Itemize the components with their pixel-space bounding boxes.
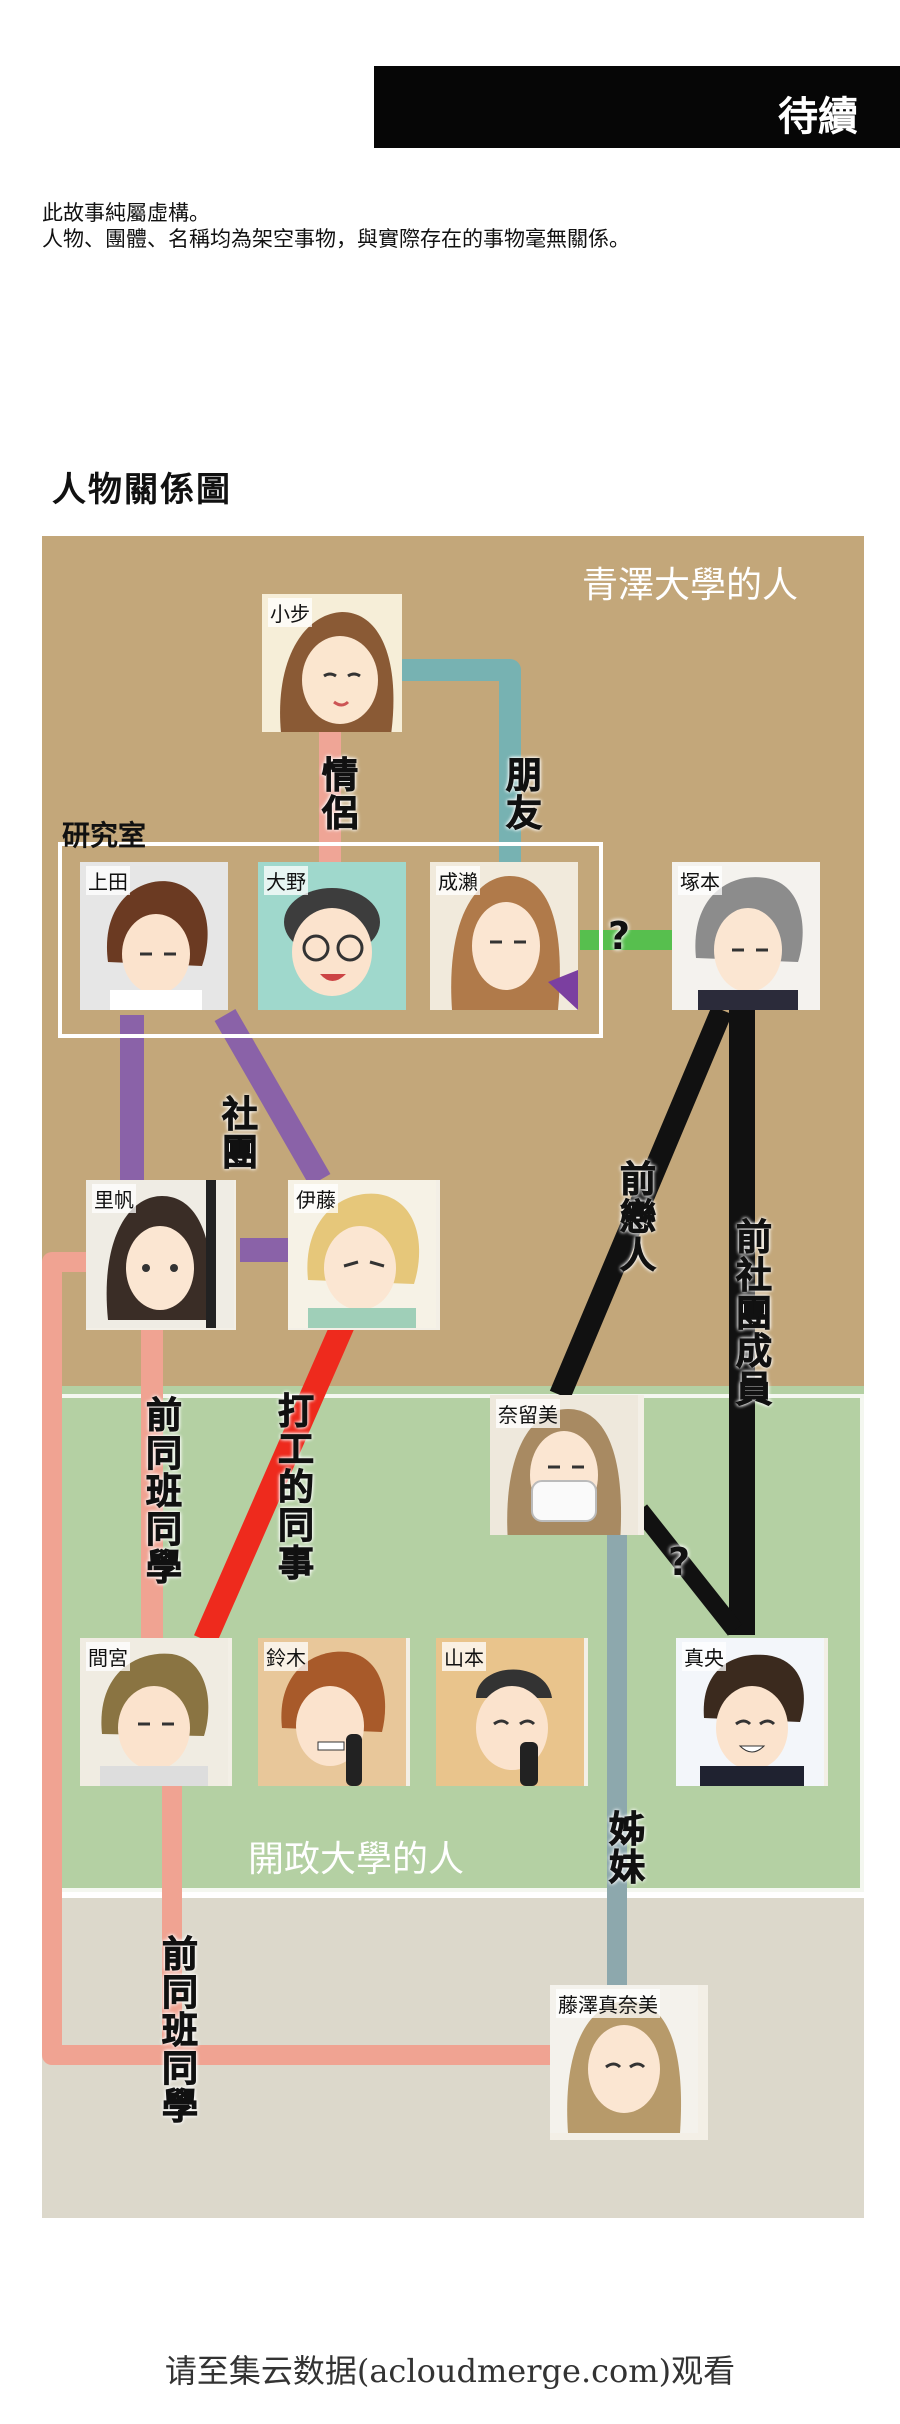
region-label-qingze: 青澤大學的人 bbox=[582, 565, 799, 606]
person-name-lifan: 里帆 bbox=[92, 1184, 136, 1213]
line-ex-lover bbox=[549, 1005, 733, 1400]
region-bottom-frame bbox=[42, 1892, 864, 2218]
face-illustration bbox=[436, 1638, 584, 1786]
portrait-chenglai: 成瀨 bbox=[430, 862, 578, 1010]
portrait-nailiumei: 奈留美 bbox=[490, 1395, 644, 1535]
person-name-jiangong: 間宮 bbox=[86, 1642, 130, 1671]
face-illustration bbox=[262, 594, 402, 732]
relation-label-lovers: 情侶 bbox=[316, 756, 358, 833]
portrait-dave: 大野 bbox=[258, 862, 406, 1010]
person-name-chenglai: 成瀨 bbox=[436, 866, 480, 895]
person-name-tengze: 藤澤真奈美 bbox=[556, 1989, 660, 2018]
relation-label-ex-lover: 前戀人 bbox=[614, 1160, 656, 1275]
header-banner: 待續 bbox=[374, 66, 900, 148]
relation-label-club: 社團 bbox=[216, 1095, 258, 1172]
relation-label-unknown-2: ? bbox=[668, 1540, 691, 1584]
relation-label-former-classmate-1: 前同班同學 bbox=[140, 1396, 182, 1587]
person-name-shanben: 山本 bbox=[442, 1642, 486, 1671]
portrait-shangtian: 上田 bbox=[80, 862, 228, 1010]
person-name-shangtian: 上田 bbox=[86, 866, 130, 895]
portrait-zhongben: 塚本 bbox=[672, 862, 820, 1010]
person-name-yiteng: 伊藤 bbox=[294, 1184, 338, 1213]
lab-group-label: 研究室 bbox=[62, 819, 147, 852]
person-name-zhongben: 塚本 bbox=[678, 866, 722, 895]
person-name-zhenyang: 真央 bbox=[682, 1642, 726, 1671]
line-friends bbox=[400, 659, 521, 862]
person-name-xiaobu: 小步 bbox=[268, 598, 312, 627]
disclaimer-line-1: 此故事純屬虛構。 bbox=[42, 201, 210, 225]
footer-watermark: 请至集云数据(acloudmerge.com)观看 bbox=[164, 2352, 736, 2390]
disclaimer-line-2: 人物、團體、名稱均為架空事物，與實際存在的事物毫無關係。 bbox=[42, 227, 630, 251]
line-unknown-black bbox=[632, 1504, 743, 1636]
portrait-lifan: 里帆 bbox=[86, 1180, 236, 1330]
face-illustration bbox=[490, 1395, 638, 1535]
person-name-dave: 大野 bbox=[264, 866, 308, 895]
lab-group-box bbox=[58, 842, 603, 1038]
face-illustration bbox=[258, 862, 406, 1010]
relation-label-sisters: 姊妹 bbox=[603, 1810, 645, 1887]
relation-label-former-classmate-2: 前同班同學 bbox=[156, 1935, 198, 2126]
line-coworker bbox=[194, 1315, 356, 1645]
banner-text: 待續 bbox=[778, 94, 858, 140]
face-illustration bbox=[80, 1638, 228, 1786]
diagram-title: 人物關係圖 bbox=[52, 470, 232, 510]
portrait-zhenyang: 真央 bbox=[676, 1638, 828, 1786]
line-classmate-2 bbox=[42, 1252, 560, 2065]
portrait-lingmu: 鈴木 bbox=[258, 1638, 410, 1786]
face-illustration bbox=[86, 1180, 234, 1328]
region-label-kaizheng: 開政大學的人 bbox=[248, 1839, 465, 1880]
portrait-shanben: 山本 bbox=[436, 1638, 588, 1786]
portrait-xiaobu: 小步 bbox=[262, 594, 402, 732]
relation-label-unknown-1: ? bbox=[608, 914, 631, 958]
relation-label-ex-club-member: 前社團成員 bbox=[730, 1218, 772, 1409]
person-name-lingmu: 鈴木 bbox=[264, 1642, 308, 1671]
relation-label-coworker: 打工的同事 bbox=[272, 1392, 314, 1583]
portrait-tengze: 藤澤真奈美 bbox=[550, 1985, 708, 2140]
disclaimer: 此故事純屬虛構。 人物、團體、名稱均為架空事物，與實際存在的事物毫無關係。 bbox=[42, 200, 630, 252]
line-club-2 bbox=[214, 1009, 331, 1186]
person-name-nailiumei: 奈留美 bbox=[496, 1399, 560, 1428]
portrait-yiteng: 伊藤 bbox=[288, 1180, 440, 1330]
portrait-jiangong: 間宮 bbox=[80, 1638, 232, 1786]
relation-label-friends: 朋友 bbox=[500, 756, 542, 833]
